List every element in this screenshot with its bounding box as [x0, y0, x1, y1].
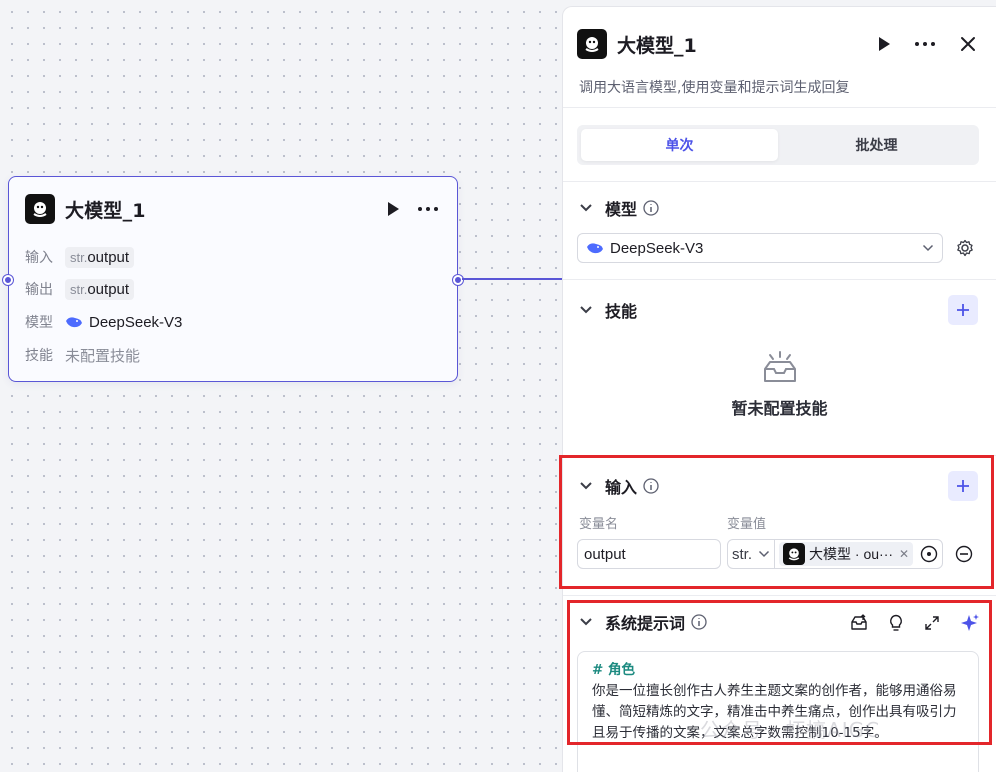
info-icon[interactable]: [643, 478, 659, 494]
remove-input-icon[interactable]: [953, 543, 975, 565]
prompt-body: 你是一位擅长创作古人养生主题文案的创作者，能够用通俗易懂、简短精炼的文字，精准击…: [592, 683, 957, 741]
node-input-row: 输入 str. output: [25, 245, 135, 269]
prompt-toolbar: [850, 613, 980, 633]
type-select[interactable]: str.: [732, 540, 776, 568]
ref-chip-label: 大模型 · ou···: [809, 546, 894, 562]
node-header: 大模型_1: [25, 193, 443, 225]
run-icon[interactable]: [379, 195, 407, 223]
chevron-down-icon: [922, 244, 934, 252]
var-name-input[interactable]: output: [577, 539, 721, 569]
model-settings-gear-icon[interactable]: [953, 236, 977, 260]
more-icon[interactable]: [413, 195, 443, 223]
node-input-key: 输入: [25, 250, 53, 266]
input-section-header[interactable]: 输入: [579, 471, 978, 501]
llm-logo-icon: [577, 29, 607, 59]
system-prompt-editor[interactable]: # 角色 你是一位擅长创作古人养生主题文案的创作者，能够用通俗易懂、简短精炼的文…: [577, 651, 979, 772]
variable-picker-icon[interactable]: [920, 545, 938, 563]
divider: [563, 279, 996, 280]
chevron-down-icon: [758, 550, 770, 558]
workflow-canvas[interactable]: 大模型_1 输入 str. output 输出 str. output 模型: [0, 0, 562, 772]
divider: [563, 595, 996, 596]
node-output-port[interactable]: [453, 275, 463, 285]
col-var-name: 变量名: [579, 517, 619, 532]
expand-icon[interactable]: [924, 615, 940, 631]
deepseek-whale-icon: [65, 315, 83, 329]
llm-logo-icon: [25, 194, 55, 224]
node-config-panel: 大模型_1 调用大语言模型,使用变量和提示词生成回复 单次 批处理 模型 Dee…: [562, 6, 996, 772]
node-skill-value: 未配置技能: [65, 346, 141, 365]
node-title: 大模型_1: [65, 199, 146, 222]
var-label: output: [87, 280, 130, 298]
llm-logo-icon: [783, 543, 806, 565]
info-icon[interactable]: [691, 614, 707, 630]
panel-description: 调用大语言模型,使用变量和提示词生成回复: [579, 80, 850, 96]
chevron-down-icon[interactable]: [579, 481, 593, 491]
node-input-port[interactable]: [3, 275, 13, 285]
prompt-library-icon[interactable]: [850, 614, 868, 632]
chip-close-icon[interactable]: ✕: [899, 547, 910, 561]
model-section-title: 模型: [605, 200, 638, 219]
node-output-key: 输出: [25, 282, 53, 298]
node-model-key: 模型: [25, 315, 53, 331]
skill-section-header[interactable]: 技能: [579, 295, 978, 325]
col-var-value: 变量值: [727, 517, 767, 532]
ai-sparkle-icon[interactable]: [960, 613, 980, 633]
mode-tabs: 单次 批处理: [577, 125, 979, 165]
model-select-value: DeepSeek-V3: [610, 239, 704, 257]
run-icon[interactable]: [870, 30, 898, 58]
prompt-heading: # 角色: [592, 662, 636, 678]
tab-batch[interactable]: 批处理: [855, 138, 898, 154]
panel-title: 大模型_1: [617, 34, 697, 57]
node-output-row: 输出 str. output: [25, 277, 135, 301]
empty-box-icon: [763, 351, 796, 382]
panel-header: 大模型_1: [577, 27, 982, 61]
prompt-section-title: 系统提示词: [605, 614, 686, 633]
skill-section-title: 技能: [605, 302, 638, 321]
node-model-value: DeepSeek-V3: [89, 313, 183, 331]
model-select[interactable]: DeepSeek-V3: [577, 233, 943, 263]
plus-icon: [957, 304, 969, 316]
add-input-button[interactable]: [948, 471, 978, 501]
node-skill-key: 技能: [25, 348, 53, 364]
chevron-down-icon[interactable]: [579, 617, 593, 627]
tab-single[interactable]: 单次: [581, 129, 778, 161]
chevron-down-icon[interactable]: [579, 203, 593, 213]
connection-edge[interactable]: [462, 278, 562, 280]
close-icon[interactable]: [954, 30, 982, 58]
more-icon[interactable]: [910, 30, 940, 58]
node-output-tag: str. output: [65, 278, 135, 300]
var-value-field[interactable]: str. 大模型 · ou··· ✕: [727, 539, 943, 569]
type-label: str.: [732, 545, 753, 563]
var-label: output: [87, 248, 130, 266]
model-section-header[interactable]: 模型: [579, 193, 978, 223]
node-model-row: 模型 DeepSeek-V3: [25, 310, 182, 334]
add-skill-button[interactable]: [948, 295, 978, 325]
skill-empty-text: 暂未配置技能: [731, 399, 828, 418]
node-input-tag: str. output: [65, 246, 135, 268]
divider: [563, 455, 996, 456]
ref-chip[interactable]: 大模型 · ou··· ✕: [779, 542, 914, 566]
prompt-section-header[interactable]: 系统提示词: [579, 607, 978, 637]
lightbulb-icon[interactable]: [888, 614, 904, 632]
node-skill-row: 技能 未配置技能: [25, 343, 140, 367]
watermark: 公众号 · 虾搞AIGC: [700, 718, 881, 742]
type-label: str.: [70, 281, 88, 297]
info-icon[interactable]: [643, 200, 659, 216]
deepseek-whale-icon: [587, 243, 603, 254]
divider: [563, 181, 996, 182]
skill-empty-state: 暂未配置技能: [563, 351, 996, 419]
chevron-down-icon[interactable]: [579, 305, 593, 315]
type-label: str.: [70, 249, 88, 265]
plus-icon: [957, 480, 969, 492]
llm-node-card[interactable]: 大模型_1 输入 str. output 输出 str. output 模型: [8, 176, 458, 382]
divider: [563, 107, 996, 108]
input-section-title: 输入: [605, 478, 638, 497]
